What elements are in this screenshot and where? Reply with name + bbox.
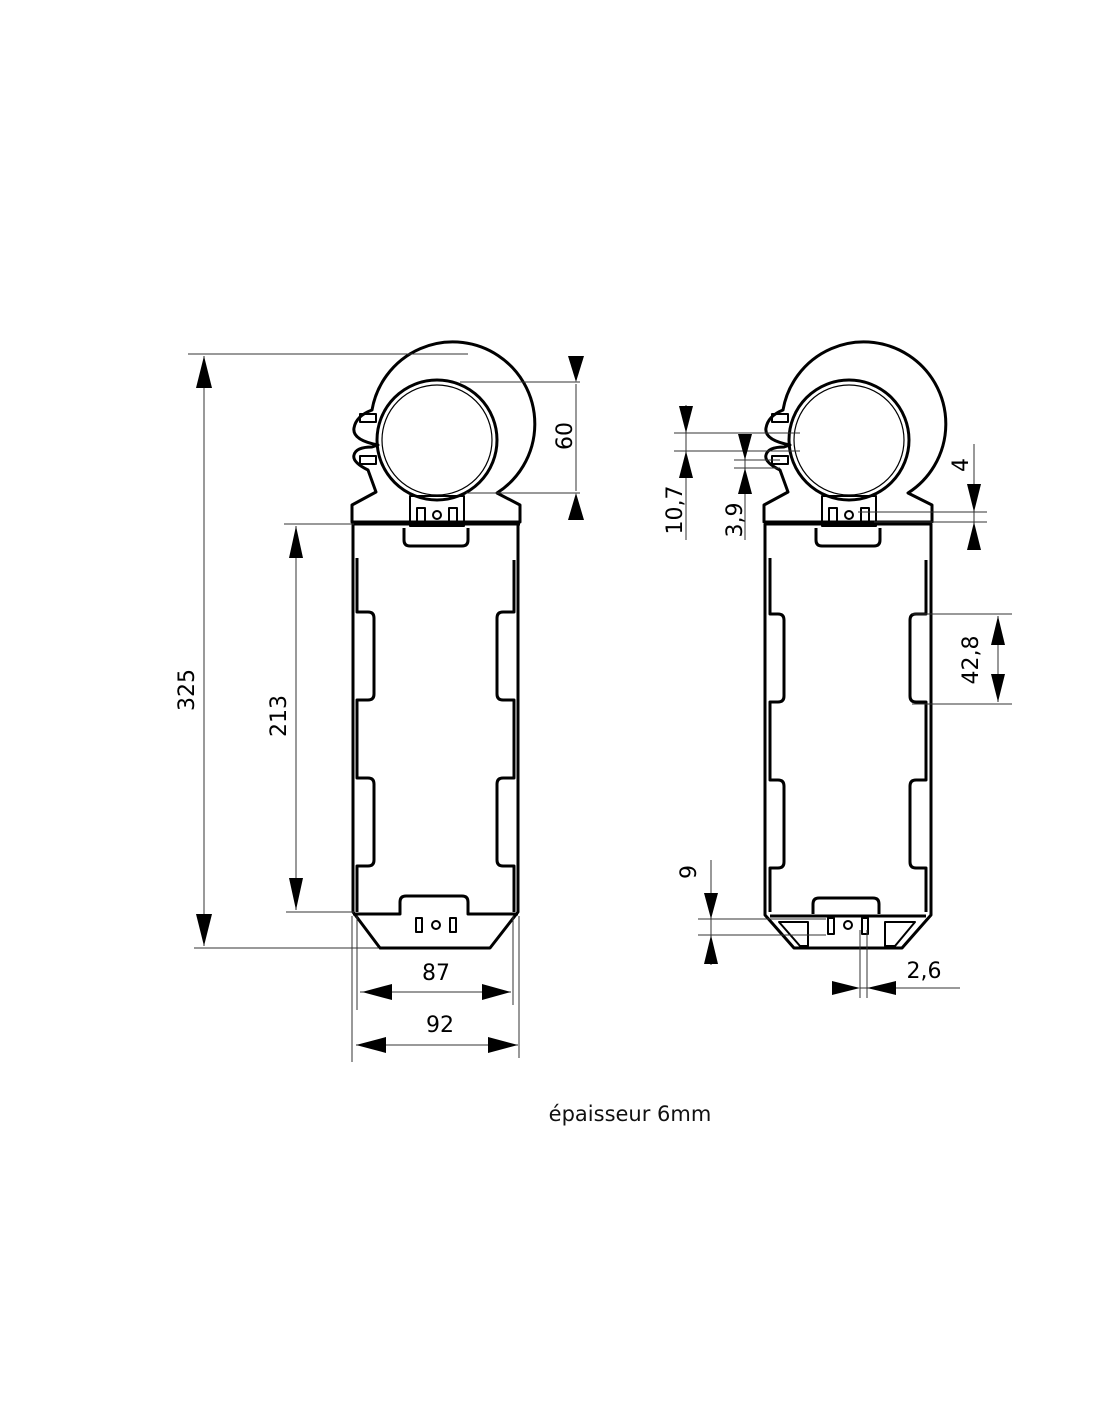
dim-top-tab-height: 4	[949, 458, 974, 472]
left-view: 325 213 60 87 92	[175, 340, 584, 1062]
dim-side-notch-height: 42,8	[959, 636, 984, 685]
right-ring-inner	[787, 378, 911, 502]
dim-ring-diameter: 60	[553, 422, 578, 450]
arrow-up-icon	[196, 356, 212, 388]
right-body	[763, 524, 933, 950]
thickness-caption: épaisseur 6mm	[548, 1102, 712, 1126]
dim-total-height: 325	[175, 669, 200, 711]
dim-slot-spacing: 10,7	[663, 486, 688, 535]
dim-slot-width: 3,9	[723, 503, 748, 538]
right-view: 10,7 3,9 4 42,8 9 2,6	[663, 340, 1012, 998]
right-ring-outer	[762, 340, 948, 524]
left-top-tab	[409, 495, 465, 527]
dim-bottom-slot-width: 2,6	[907, 959, 942, 984]
dim-inner-width: 87	[422, 961, 450, 986]
left-ring-outer	[350, 340, 537, 524]
dim-bottom-tab-height: 9	[677, 865, 702, 879]
dim-body-height: 213	[267, 695, 292, 737]
left-body	[351, 524, 520, 950]
left-ring-inner	[375, 378, 499, 502]
arrow-down-icon	[196, 914, 212, 946]
right-top-tab	[821, 495, 877, 527]
dim-outer-width: 92	[426, 1013, 454, 1038]
